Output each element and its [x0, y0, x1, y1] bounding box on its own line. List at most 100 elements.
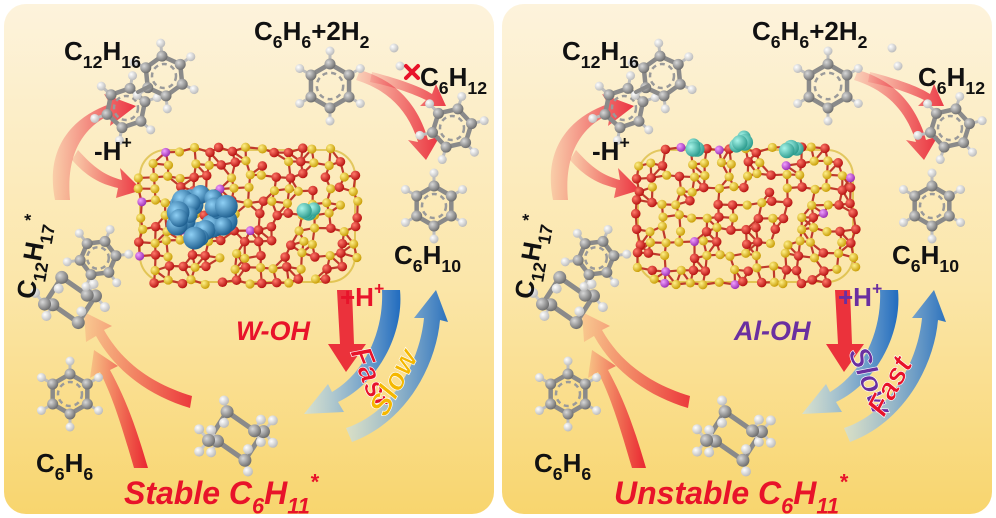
silicon-atom [634, 161, 643, 170]
hydrogen-atom [622, 250, 631, 259]
carbon-atom [177, 79, 188, 90]
carbon-atom [944, 211, 955, 222]
hydrogen-atom [194, 447, 204, 457]
silicon-atom [134, 173, 143, 182]
aluminum-atom [135, 252, 144, 261]
carbon-atom [931, 108, 942, 119]
carbon-atom [65, 369, 76, 380]
hydrogen-atom [899, 185, 908, 194]
oxygen-atom [797, 182, 807, 192]
oxygen-atom [661, 145, 671, 155]
oxygen-atom [797, 159, 807, 169]
silicon-atom [661, 238, 670, 247]
oxygen-atom [833, 158, 843, 168]
silicon-atom [190, 143, 199, 152]
carbon-atom [452, 103, 463, 114]
cluster-atom [215, 195, 238, 218]
hydrogen-atom [661, 104, 670, 113]
silicon-atom [657, 200, 666, 209]
silicon-atom [163, 252, 172, 261]
carbon-atom [305, 92, 316, 103]
hydrogen-atom [574, 306, 584, 316]
oxygen-atom [257, 279, 267, 289]
carbon-atom [221, 405, 234, 418]
silicon-atom [752, 169, 761, 178]
oxygen-atom [310, 252, 320, 262]
carbon-atom [446, 191, 457, 202]
silicon-atom [646, 158, 655, 167]
carbon-atom [927, 181, 938, 192]
carbon-atom [600, 109, 611, 120]
carbon-atom [100, 236, 111, 247]
silicon-atom [162, 236, 171, 245]
silicon-atom [246, 170, 255, 179]
silicon-atom [797, 225, 806, 234]
hydrogen-atom [535, 406, 544, 415]
carbon-atom [601, 267, 612, 278]
hydrogen-atom [913, 131, 922, 140]
hydrogen-atom [97, 82, 106, 91]
silicon-atom [244, 183, 253, 192]
aluminum-atom [690, 237, 699, 246]
oxygen-atom [699, 183, 709, 193]
silicon-atom [138, 225, 147, 234]
oxygen-atom [216, 160, 226, 170]
oxygen-atom [792, 266, 802, 276]
silicon-atom [676, 227, 685, 236]
oxygen-atom [294, 274, 304, 284]
oxygen-atom [632, 174, 642, 184]
hydrogen-atom [243, 444, 253, 454]
hydrogen-atom [588, 114, 597, 123]
carbon-atom [958, 137, 969, 148]
aluminum-atom [676, 143, 685, 152]
hydrogen-atom [268, 415, 278, 425]
oxygen-atom [254, 237, 264, 247]
oxygen-atom [267, 222, 277, 232]
silicon-atom [163, 172, 172, 181]
hydrogen-atom [295, 64, 304, 73]
silicon-atom [324, 208, 333, 217]
silicon-atom [700, 159, 709, 168]
silicon-atom [837, 238, 846, 247]
hydrogen-atom [54, 284, 64, 294]
hydrogen-atom [955, 92, 964, 101]
silicon-atom [715, 184, 724, 193]
hydrogen-atom [401, 218, 410, 227]
oxygen-atom [765, 188, 775, 198]
oxygen-atom [255, 209, 265, 219]
hydrogen-atom [396, 62, 405, 71]
silicon-atom [646, 238, 655, 247]
oxygen-atom [321, 274, 331, 284]
carbon-atom [72, 316, 85, 329]
carbon-atom [248, 424, 261, 437]
silicon-atom [715, 278, 724, 287]
oxygen-atom [819, 248, 829, 258]
hydrogen-atom [66, 357, 75, 366]
carbon-atom [944, 191, 955, 202]
hydrogen-atom [956, 218, 965, 227]
hydrogen-atom [644, 125, 653, 134]
oxygen-atom [228, 147, 238, 157]
silicon-atom [674, 237, 683, 246]
hydrogen-atom [573, 229, 582, 238]
hydrogen-atom [356, 64, 365, 73]
silicon-atom [227, 173, 236, 182]
silicon-atom [717, 158, 726, 167]
hydrogen-atom [41, 311, 51, 321]
silicon-atom [851, 262, 860, 271]
cluster-atom [214, 217, 232, 235]
oxygen-atom [336, 157, 346, 167]
oxygen-atom [165, 261, 175, 271]
aluminum-atom [660, 279, 669, 288]
silicon-atom [783, 184, 792, 193]
hydrogen-atom [268, 438, 278, 448]
hydrogen-atom [156, 39, 165, 48]
oxygen-atom [201, 262, 211, 272]
silicon-atom [151, 195, 160, 204]
carbon-atom [433, 108, 444, 119]
hydrogen-atom [219, 418, 229, 428]
carbon-atom [545, 379, 556, 390]
oxygen-atom [149, 278, 159, 288]
hydrogen-atom [956, 185, 965, 194]
